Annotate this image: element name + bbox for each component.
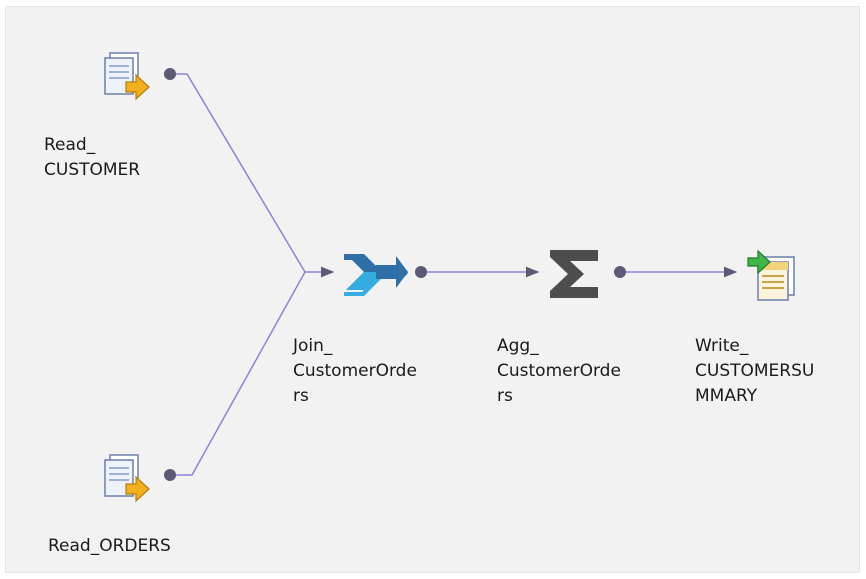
link-read-orders-to-join[interactable] bbox=[170, 271, 306, 476]
output-port[interactable] bbox=[164, 469, 176, 481]
joiner-icon[interactable] bbox=[342, 250, 408, 296]
read-customer-source-icon[interactable] bbox=[104, 50, 158, 104]
read-customer-label: Read_ CUSTOMER bbox=[44, 135, 141, 180]
output-port[interactable] bbox=[614, 266, 626, 278]
output-port[interactable] bbox=[415, 266, 427, 278]
link-read-customer-to-join[interactable] bbox=[170, 73, 335, 278]
output-port[interactable] bbox=[164, 68, 176, 80]
mapping-canvas[interactable] bbox=[5, 6, 860, 573]
aggregator-sigma-icon[interactable] bbox=[548, 249, 600, 299]
write-target-icon[interactable] bbox=[744, 246, 802, 302]
write-customer-summary-label: Write_ CUSTOMERSU MMARY bbox=[695, 336, 815, 406]
read-orders-label: Read_ORDERS bbox=[48, 536, 171, 556]
join-customer-orders-label: Join_ CustomerOrde rs bbox=[293, 336, 417, 406]
read-orders-source-icon[interactable] bbox=[104, 452, 158, 506]
agg-customer-orders-label: Agg_ CustomerOrde rs bbox=[497, 336, 621, 406]
